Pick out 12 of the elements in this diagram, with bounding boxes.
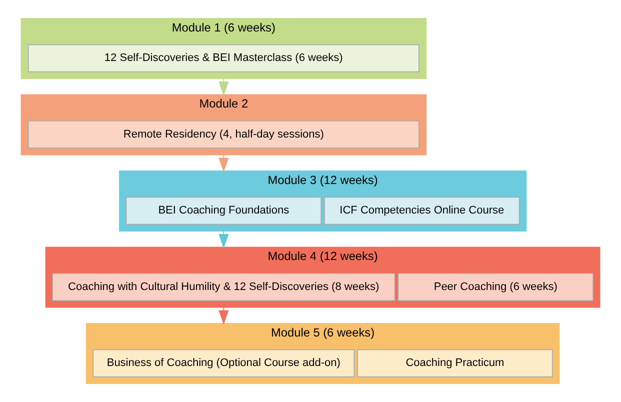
node-box: Coaching Practicum — [357, 349, 553, 378]
node-box: Coaching with Cultural Humility & 12 Self-Discoveries (8 weeks) — [52, 273, 396, 301]
node-box: Remote Residency (4, half-day sessions) — [28, 120, 420, 148]
arrow — [218, 154, 229, 172]
arrow — [218, 306, 229, 325]
node-box: Peer Coaching (6 weeks) — [398, 273, 594, 301]
node-box: Business of Coaching (Optional Course add-on) — [92, 349, 355, 378]
node-box: 12 Self-Discoveries & BEI Masterclass (6 weeks) — [28, 44, 420, 72]
node-box: ICF Competencies Online Course — [324, 196, 520, 225]
arrow — [218, 78, 229, 96]
arrow — [218, 230, 229, 248]
node-box: BEI Coaching Foundations — [126, 196, 322, 225]
